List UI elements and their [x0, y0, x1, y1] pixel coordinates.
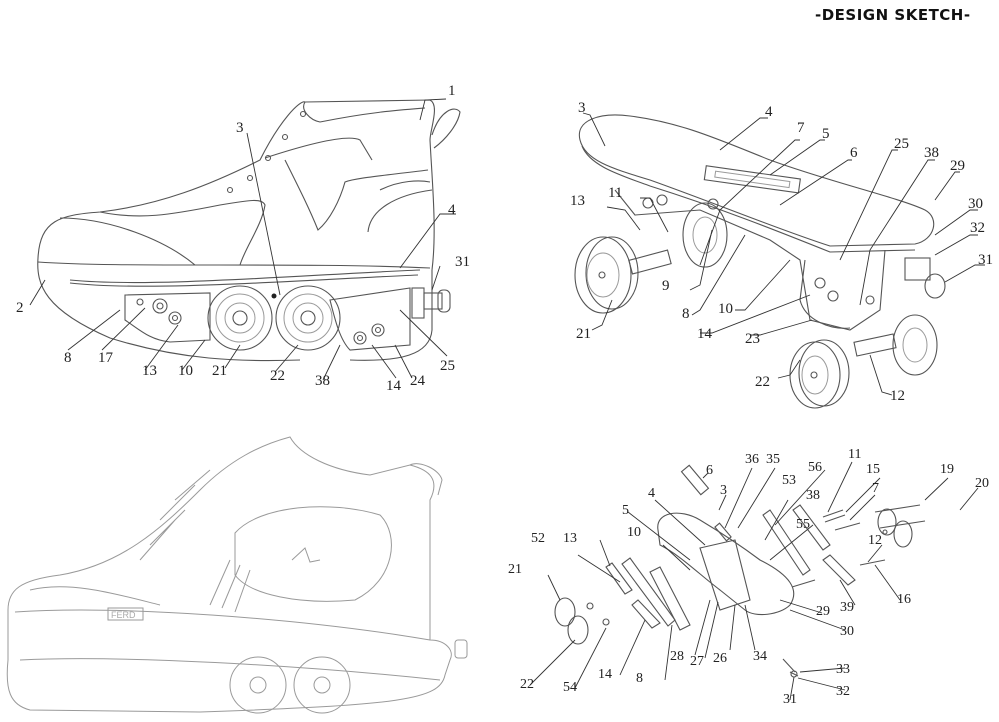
side-callout-14: 14 — [386, 378, 402, 394]
persp-callout-9: 9 — [662, 278, 670, 294]
exploded-callout-33: 33 — [836, 662, 850, 677]
persp-callout-14: 14 — [697, 326, 713, 342]
perspective-wheel-21 — [574, 236, 639, 314]
side-callout-21: 21 — [212, 363, 227, 379]
persp-callout-25: 25 — [894, 136, 909, 152]
exploded-callout-21: 21 — [508, 562, 522, 577]
persp-callout-10: 10 — [718, 301, 733, 317]
exploded-callout-3: 3 — [720, 483, 727, 498]
exploded-callout-34: 34 — [753, 649, 767, 664]
persp-callout-31: 31 — [978, 252, 993, 268]
exploded-callout-27: 27 — [690, 654, 704, 669]
persp-callout-22: 22 — [755, 374, 770, 390]
side-callout-17: 17 — [98, 350, 114, 366]
exploded-callout-13: 13 — [563, 531, 577, 546]
persp-callout-4: 4 — [765, 104, 773, 120]
photo-wheels — [229, 656, 351, 714]
persp-callout-21: 21 — [576, 326, 591, 342]
persp-callout-11: 11 — [608, 185, 622, 201]
rear-wheel-22 — [275, 285, 341, 351]
persp-callout-12: 12 — [890, 388, 905, 404]
design-sketch-title: -DESIGN SKETCH- — [815, 6, 971, 24]
exploded-callout-7: 7 — [872, 481, 879, 496]
perspective-wheel-22 — [789, 339, 850, 409]
persp-callout-32: 32 — [970, 220, 985, 236]
exploded-callout-54: 54 — [563, 680, 577, 695]
exploded-callout-5: 5 — [622, 503, 629, 518]
side-callout-2: 2 — [16, 300, 24, 316]
exploded-callout-14: 14 — [598, 667, 612, 682]
exploded-callout-39: 39 — [840, 600, 854, 615]
side-callout-38: 38 — [315, 373, 330, 389]
exploded-callout-12: 12 — [868, 533, 882, 548]
persp-callout-6: 6 — [850, 145, 858, 161]
photo-view-figure: FERD — [6, 436, 468, 714]
side-callout-24: 24 — [410, 373, 426, 389]
persp-callout-3: 3 — [578, 100, 586, 116]
exploded-callout-31: 31 — [783, 692, 797, 707]
persp-callout-29: 29 — [950, 158, 965, 174]
exploded-callout-19: 19 — [940, 462, 954, 477]
persp-callout-13: 13 — [570, 193, 585, 209]
persp-callout-30: 30 — [968, 196, 983, 212]
eyelets — [226, 110, 307, 194]
persp-callout-23: 23 — [745, 331, 760, 347]
side-callout-8: 8 — [64, 350, 72, 366]
side-callout-31: 31 — [455, 254, 470, 270]
exploded-callout-10: 10 — [627, 525, 641, 540]
exploded-callout-36: 36 — [745, 452, 759, 467]
side-callout-22: 22 — [270, 368, 285, 384]
exploded-callout-53: 53 — [782, 473, 796, 488]
side-callout-10: 10 — [178, 363, 193, 379]
side-callout-3: 3 — [236, 120, 244, 136]
exploded-callout-15: 15 — [866, 462, 880, 477]
exploded-callout-6: 6 — [706, 463, 713, 478]
persp-callout-7: 7 — [797, 120, 805, 136]
exploded-callout-26: 26 — [713, 651, 727, 666]
exploded-view-figure: 6 36 35 56 11 15 19 20 4 3 53 38 7 5 55 … — [508, 447, 989, 707]
perspective-view-figure: 3 4 7 5 6 25 38 29 30 32 31 13 11 9 8 10… — [570, 100, 993, 409]
side-callout-1: 1 — [448, 83, 456, 99]
persp-callout-8: 8 — [682, 306, 690, 322]
exploded-callout-20: 20 — [975, 476, 989, 491]
exploded-callout-56: 56 — [808, 460, 822, 475]
side-callout-13: 13 — [142, 363, 157, 379]
exploded-callout-28: 28 — [670, 649, 684, 664]
side-callout-25: 25 — [440, 358, 455, 374]
exploded-callout-52: 52 — [531, 531, 545, 546]
exploded-callout-32: 32 — [836, 684, 850, 699]
exploded-callout-8: 8 — [636, 671, 643, 686]
exploded-callout-30: 30 — [840, 624, 854, 639]
exploded-callout-35: 35 — [766, 452, 780, 467]
side-view-figure: 1 2 3 4 8 17 13 10 21 22 38 14 24 25 31 — [16, 83, 470, 394]
exploded-callout-38: 38 — [806, 488, 820, 503]
persp-callout-38: 38 — [924, 145, 939, 161]
photo-brand-mark: FERD — [111, 610, 136, 620]
exploded-callout-29: 29 — [816, 604, 830, 619]
exploded-callout-22: 22 — [520, 677, 534, 692]
exploded-callout-4: 4 — [648, 486, 655, 501]
exploded-callout-55: 55 — [796, 517, 810, 532]
persp-callout-5: 5 — [822, 126, 830, 142]
front-wheel-21 — [207, 285, 273, 351]
side-callout-4: 4 — [448, 202, 456, 218]
exploded-callout-16: 16 — [897, 592, 911, 607]
exploded-callout-11: 11 — [848, 447, 861, 462]
